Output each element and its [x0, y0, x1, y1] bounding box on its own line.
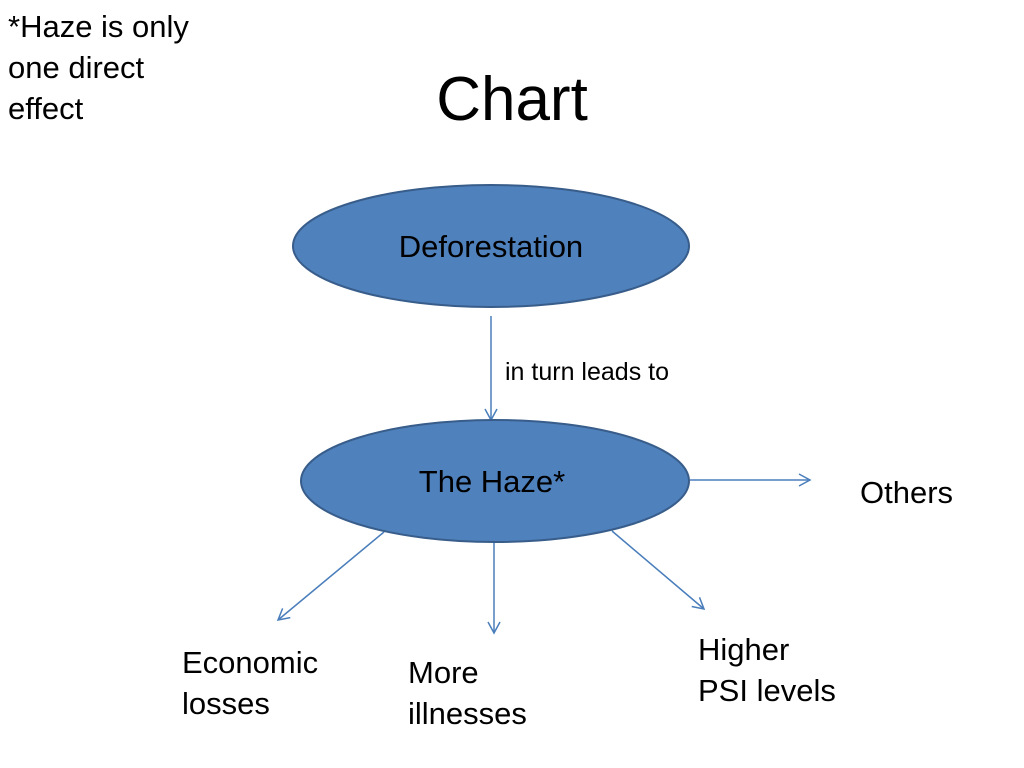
- node-haze: The Haze*: [300, 419, 690, 543]
- effect-more-illnesses: More illnesses: [408, 655, 527, 731]
- haze-footnote: *Haze is only one direct effect: [8, 9, 189, 126]
- slide-title: Chart: [436, 65, 588, 134]
- effect-higher-psi-levels: Higher PSI levels: [698, 632, 836, 708]
- node-haze-label: The Haze*: [419, 464, 565, 499]
- node-deforestation-shape: [292, 184, 690, 308]
- node-haze-shape: [300, 419, 690, 543]
- node-deforestation-label: Deforestation: [399, 229, 583, 264]
- edge-label-leads-to: in turn leads to: [505, 358, 669, 386]
- node-deforestation: Deforestation: [292, 184, 690, 308]
- arrow-haze-to-economic-losses: [276, 531, 385, 622]
- arrow-haze-to-higher-psi: [611, 530, 706, 611]
- effect-economic-losses: Economic losses: [182, 645, 319, 721]
- effect-others: Others: [860, 475, 954, 510]
